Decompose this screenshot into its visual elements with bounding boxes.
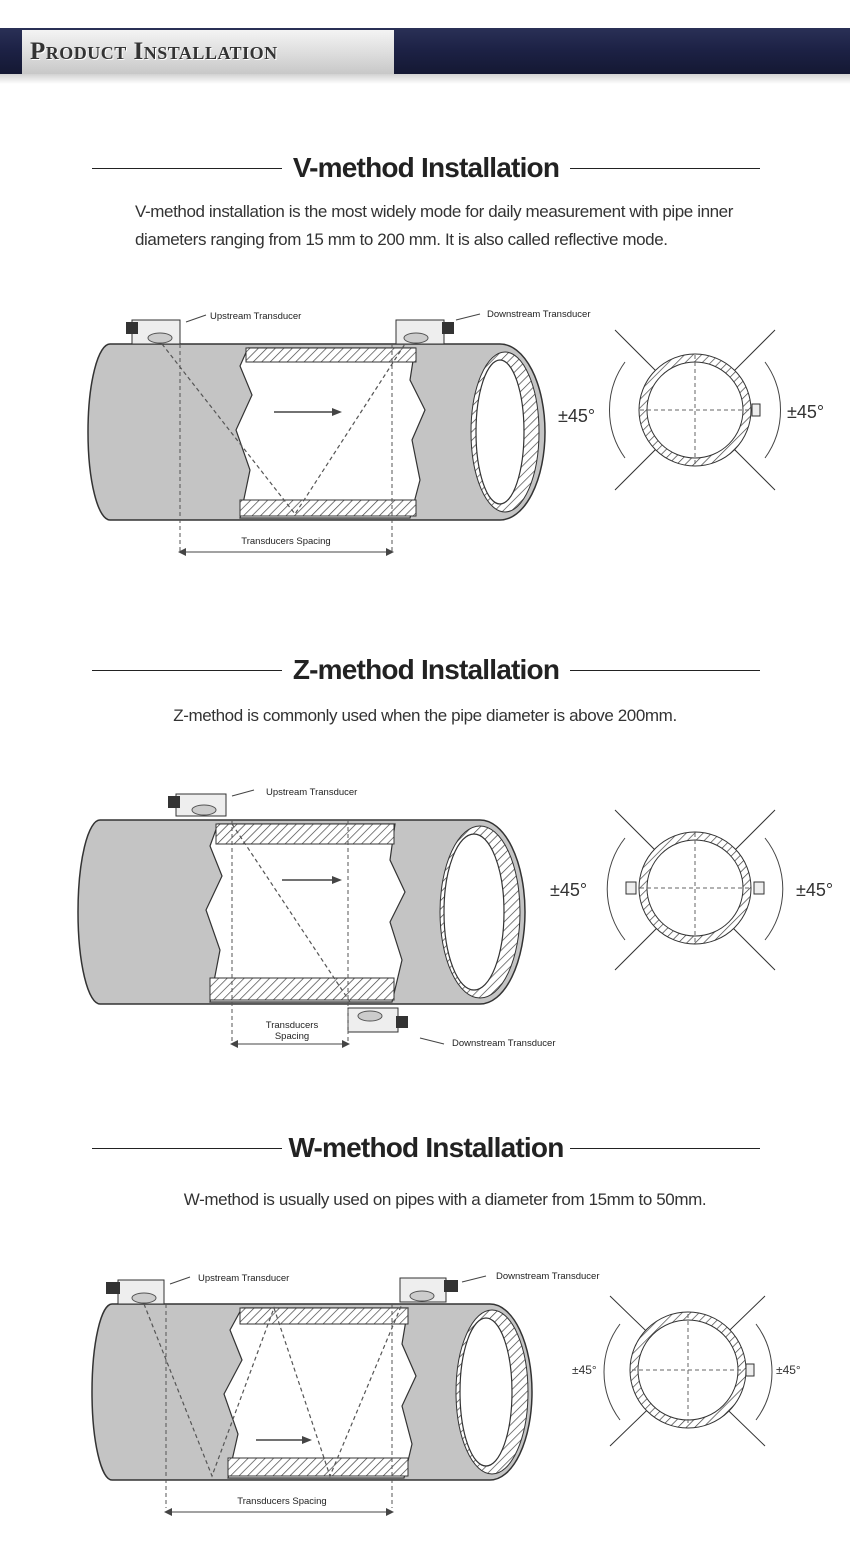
downstream-label: Downstream Transducer (496, 1271, 599, 1282)
v-method-heading: V-method Installation (92, 148, 760, 188)
w-method-heading: W-method Installation (92, 1128, 760, 1168)
downstream-transducer-icon (347, 1007, 408, 1033)
flow-arrowhead-icon (302, 1436, 312, 1444)
page-title: Product Installation (30, 38, 278, 65)
angle-label-right: ±45° (787, 402, 824, 422)
angle-label-left: ±45° (550, 880, 587, 900)
spacing-arrow-right-icon (386, 1508, 394, 1516)
upstream-leader (185, 314, 207, 323)
sound-path-z (231, 823, 351, 1003)
downstream-leader (461, 1275, 487, 1283)
upstream-transducer-icon (106, 1279, 165, 1305)
header-shadow (0, 74, 850, 84)
spacing-arrow-left-icon (178, 548, 186, 556)
angle-label-right: ±45° (776, 1363, 801, 1377)
angle-label-left: ±45° (558, 406, 595, 426)
pipe-wall-bottom (239, 499, 417, 517)
z-method-diagram: Upstream Transducer Downstream Transduce… (77, 787, 833, 1049)
pipe-wall-bottom (209, 977, 395, 1001)
spacing-label-line-1: Transducers (266, 1020, 319, 1031)
pipe-end-opening (459, 1317, 513, 1467)
upstream-transducer-icon (126, 319, 181, 345)
pipe-wall-top (245, 347, 417, 363)
v-method-diagram: Upstream Transducer Downstream Transduce… (87, 309, 824, 556)
heading-rule-left (92, 1148, 282, 1149)
heading-rule-left (92, 168, 282, 169)
z-cross-section (606, 809, 784, 971)
heading-rule-right (570, 670, 760, 671)
sound-path-v (161, 343, 406, 516)
downstream-leader (419, 1037, 445, 1045)
upstream-leader (169, 1276, 191, 1285)
spacing-label-line-2: Spacing (275, 1031, 309, 1042)
heading-rule-left (92, 670, 282, 671)
downstream-transducer-icon (395, 319, 454, 345)
sound-path-w (143, 1303, 403, 1478)
z-method-heading: Z-method Installation (92, 650, 760, 690)
w-cross-section (603, 1295, 773, 1447)
upstream-label: Upstream Transducer (210, 311, 301, 322)
upstream-label: Upstream Transducer (198, 1273, 289, 1284)
pipe-end-opening (475, 359, 525, 505)
v-method-description: V-method installation is the most widely… (135, 198, 733, 254)
spacing-arrow-right-icon (386, 548, 394, 556)
upstream-label: Upstream Transducer (266, 787, 357, 798)
v-description-line-2: diameters ranging from 15 mm to 200 mm. … (135, 230, 668, 249)
spacing-label: Transducers Spacing (237, 1496, 326, 1507)
angle-label-right: ±45° (796, 880, 833, 900)
flow-arrowhead-icon (332, 876, 342, 884)
spacing-arrow-right-icon (342, 1040, 350, 1048)
z-method-description: Z-method is commonly used when the pipe … (173, 706, 677, 725)
pipe-wall-top (215, 823, 395, 845)
downstream-leader (455, 313, 481, 321)
spacing-label: Transducers Spacing (241, 536, 330, 547)
pipe-wall-bottom (227, 1457, 409, 1477)
upstream-leader (231, 789, 255, 797)
pipe-wall-top (239, 1307, 409, 1325)
w-method-title: W-method Installation (288, 1132, 564, 1163)
heading-rule-right (570, 1148, 760, 1149)
flow-arrowhead-icon (332, 408, 342, 416)
pipe-cutaway (235, 347, 426, 519)
pipe-cutaway (223, 1307, 417, 1479)
w-method-diagram: Upstream Transducer Downstream Transduce… (91, 1271, 801, 1516)
downstream-label: Downstream Transducer (487, 309, 590, 320)
spacing-arrow-left-icon (164, 1508, 172, 1516)
pipe-end-opening (443, 833, 505, 991)
angle-label-left: ±45° (572, 1363, 597, 1377)
downstream-label: Downstream Transducer (452, 1038, 555, 1049)
pipe-cutaway (205, 823, 406, 1003)
downstream-transducer-icon (399, 1277, 458, 1303)
v-method-title: V-method Installation (292, 152, 560, 183)
w-method-description: W-method is usually used on pipes with a… (183, 1190, 707, 1209)
v-cross-section (608, 329, 782, 491)
heading-rule-right (570, 168, 760, 169)
z-method-title: Z-method Installation (292, 654, 560, 685)
upstream-transducer-icon (168, 793, 227, 817)
header-tab (22, 30, 394, 74)
spacing-arrow-left-icon (230, 1040, 238, 1048)
v-description-line-1: V-method installation is the most widely… (135, 202, 733, 221)
